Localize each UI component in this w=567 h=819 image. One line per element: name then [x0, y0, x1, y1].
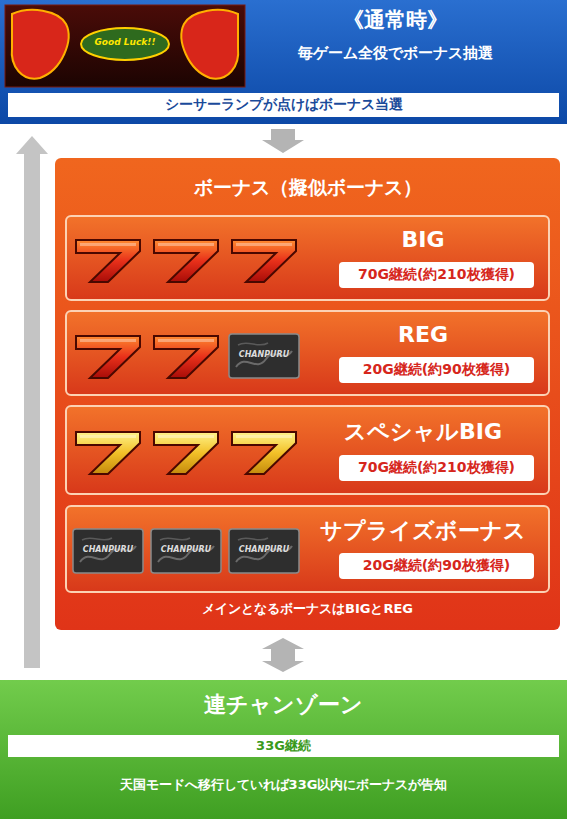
bonus-box: サプライズボーナス 20G継続(約90枚獲得): [65, 505, 550, 593]
chanpuru-symbol: [229, 334, 299, 378]
box-text: 70G継続(約210枚獲得): [339, 459, 534, 476]
box-text: 天国モードへ移行していれば33G以内にボーナスが告知: [0, 777, 567, 793]
box-text: 70G継続(約210枚獲得): [339, 266, 534, 283]
gold-seven-symbol: [76, 432, 140, 474]
chanpuru-symbol: [73, 529, 143, 573]
payout-pill: 70G継続(約210枚獲得): [339, 262, 534, 288]
logo-mark: [12, 10, 69, 79]
box-text: 連チャンゾーン: [0, 692, 567, 718]
bonus-box: スペシャルBIG 70G継続(約210枚獲得): [65, 405, 550, 495]
box-text: 20G継続(約90枚獲得): [339, 361, 534, 378]
box-text: 33G継続: [8, 738, 559, 754]
zone-box: 連チャンゾーン天国モードへ移行していれば33G以内にボーナスが告知 33G継続: [0, 680, 567, 819]
box-text: BIG: [299, 227, 547, 253]
symbol-text: CHANPURU: [72, 546, 144, 555]
red-seven-symbol: [154, 240, 218, 282]
box-text: メインとなるボーナスはBIGとREG: [55, 601, 560, 617]
red-seven-symbol: [154, 336, 218, 378]
box-text: 20G継続(約90枚獲得): [339, 557, 534, 574]
chanpuru-symbol: [229, 529, 299, 573]
block-arrow: [262, 638, 304, 672]
box-text: サプライズボーナス: [299, 518, 547, 544]
box-text: シーサーランプが点けばボーナス当選: [8, 96, 559, 113]
red-seven-symbol: [232, 240, 296, 282]
box-text: REG: [299, 322, 547, 348]
gold-seven-symbol: [232, 432, 296, 474]
symbol-text: CHANPURU: [228, 351, 300, 360]
bonus-box: REG 20G継続(約90枚獲得): [65, 310, 550, 396]
note-bar: シーサーランプが点けばボーナス当選: [8, 93, 559, 117]
payout-pill: 20G継続(約90枚獲得): [339, 553, 534, 579]
box-text: 毎ゲーム全役でボーナス抽選: [245, 44, 545, 62]
reel-panel: [5, 5, 245, 87]
state-box: 《通常時》毎ゲーム全役でボーナス抽選シーサーランプが点けばボーナス当選: [0, 0, 567, 124]
box-text: スペシャルBIG: [299, 419, 547, 445]
logo-text: Good Luck!!: [83, 38, 167, 48]
payout-pill: 20G継続(約90枚獲得): [339, 357, 534, 383]
logo-mark: [182, 10, 239, 79]
symbol-text: CHANPURU: [150, 546, 222, 555]
block-arrow: [262, 129, 304, 153]
chanpuru-symbol: [151, 529, 221, 573]
logo-badge: [81, 28, 169, 60]
box-text: ボーナス（擬似ボーナス）: [55, 176, 560, 199]
symbol-text: CHANPURU: [228, 546, 300, 555]
gold-seven-symbol: [154, 432, 218, 474]
duration-bar: 33G継続: [8, 735, 559, 757]
block-arrow: [16, 136, 48, 668]
payout-pill: 70G継続(約210枚獲得): [339, 455, 534, 481]
red-seven-symbol: [76, 240, 140, 282]
bonus-box: BIG 70G継続(約210枚獲得): [65, 215, 550, 301]
red-seven-symbol: [76, 336, 140, 378]
bonus-group-box: ボーナス（擬似ボーナス） メインとなるボーナスはBIGとREG BIG 70G継続(約…: [55, 158, 560, 630]
box-text: 《通常時》: [245, 8, 545, 33]
